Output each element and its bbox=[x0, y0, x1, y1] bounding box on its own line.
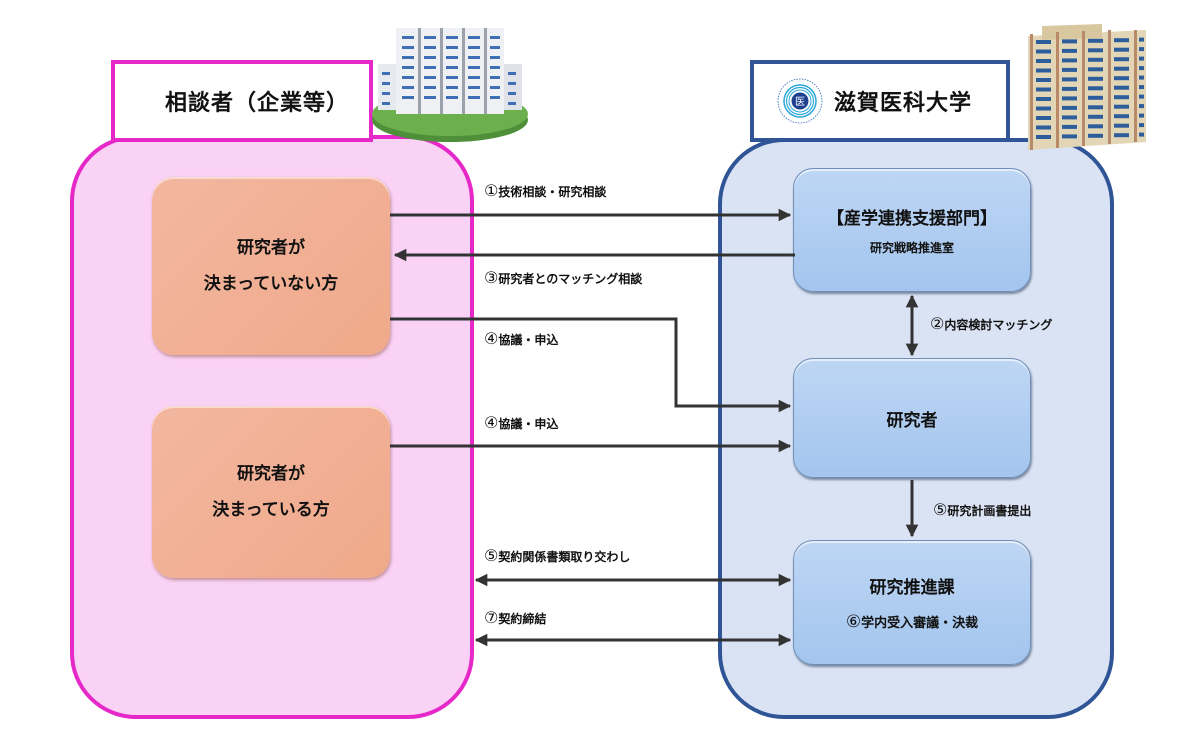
research-promotion-subtitle: ⑥学内受入審議・決裁 bbox=[846, 612, 978, 632]
research-promotion-title: 研究推進課 bbox=[869, 578, 955, 598]
office-building-icon bbox=[372, 28, 528, 142]
label-step2: ②内容検討マッチング bbox=[930, 314, 1053, 333]
industry-collaboration-subtitle: 研究戦略推進室 bbox=[869, 241, 954, 255]
researcher-title: 研究者 bbox=[886, 410, 938, 431]
company-header-title: 相談者（企業等） bbox=[164, 91, 349, 116]
research-promotion-subtitle-text: 学内受入審議・決裁 bbox=[861, 616, 979, 631]
label-step1: ①技術相談・研究相談 bbox=[484, 181, 607, 200]
industry-collaboration-title: 【産学連携支援部門】 bbox=[827, 209, 997, 229]
label-step5-documents: ⑤契約関係書類取り交わし bbox=[484, 546, 631, 565]
university-building-icon bbox=[1028, 24, 1146, 150]
label-step5-plan: ⑤研究計画書提出 bbox=[933, 500, 1032, 519]
label-step4-undecided: ④協議・申込 bbox=[484, 329, 559, 348]
label-step3: ③研究者とのマッチング相談 bbox=[484, 268, 643, 287]
industry-collaboration-office-box: 【産学連携支援部門】 研究戦略推進室 bbox=[793, 168, 1031, 292]
researcher-decided-line2: 決まっている方 bbox=[212, 500, 330, 520]
label-step7-contract: ⑦契約締結 bbox=[484, 608, 547, 627]
research-promotion-division-box: 研究推進課 ⑥学内受入審議・決裁 bbox=[793, 540, 1031, 665]
label-step4-decided: ④協議・申込 bbox=[484, 413, 559, 432]
university-header-title: 滋賀医科大学 bbox=[834, 91, 973, 116]
researcher-decided-box: 研究者が 決まっている方 bbox=[152, 406, 390, 578]
researcher-decided-line1: 研究者が bbox=[237, 464, 305, 484]
researcher-undecided-line2: 決まっていない方 bbox=[203, 274, 339, 294]
company-header: 相談者（企業等） bbox=[111, 60, 373, 142]
logo-char: 医 bbox=[795, 96, 805, 108]
researcher-undecided-box: 研究者が 決まっていない方 bbox=[152, 177, 390, 355]
university-header: 医 滋賀医科大学 bbox=[750, 60, 1010, 142]
step-number: ⑥ bbox=[845, 612, 862, 632]
researcher-box: 研究者 bbox=[793, 358, 1031, 478]
researcher-undecided-line1: 研究者が bbox=[237, 238, 305, 258]
university-logo-icon: 医 bbox=[777, 78, 823, 124]
arrow-step4-undecided bbox=[390, 317, 792, 413]
